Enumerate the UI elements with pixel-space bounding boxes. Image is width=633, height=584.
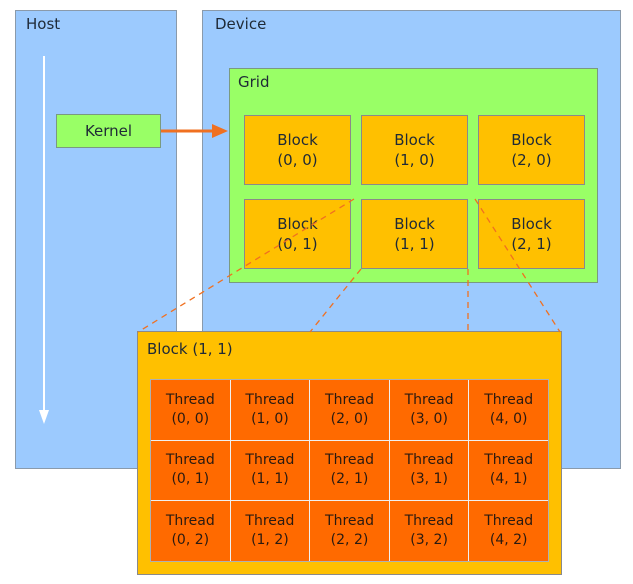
host-label: Host <box>26 15 61 33</box>
zoom-line-left <box>137 198 355 333</box>
thread-cell: Thread (1, 1) <box>230 440 310 501</box>
block-2-1: Block (2, 1) <box>478 199 585 269</box>
thread-coord: (2, 0) <box>330 410 369 427</box>
thread-label: Thread <box>165 513 215 530</box>
thread-label: Thread <box>245 391 295 408</box>
thread-label: Thread <box>325 452 374 469</box>
thread-cell: Thread (2, 2) <box>310 501 389 561</box>
thread-coord: (2, 1) <box>330 471 369 488</box>
block-label: Block <box>511 131 552 149</box>
zoom-line-center-left <box>309 268 362 333</box>
thread-coord: (1, 0) <box>251 410 289 427</box>
thread-label: Thread <box>325 391 374 408</box>
thread-cell: Thread (2, 0) <box>310 380 389 440</box>
thread-coord: (1, 2) <box>251 532 289 549</box>
thread-coord: (3, 0) <box>410 410 448 427</box>
thread-coord: (3, 2) <box>410 532 448 549</box>
zoom-line-right <box>474 198 561 333</box>
thread-coord: (2, 2) <box>330 532 369 549</box>
grid-label: Grid <box>238 73 270 91</box>
thread-cell: Thread (0, 2) <box>151 501 230 561</box>
block-coord: (2, 0) <box>511 151 552 169</box>
thread-coord: (0, 0) <box>171 410 210 427</box>
block-label: Block <box>277 215 318 233</box>
block-0-0: Block (0, 0) <box>244 115 351 185</box>
thread-cell: Thread (3, 0) <box>389 380 469 440</box>
thread-coord: (1, 1) <box>251 471 289 488</box>
kernel-label: Kernel <box>84 122 133 140</box>
thread-cell: Thread (4, 0) <box>469 380 548 440</box>
thread-coord: (0, 2) <box>171 532 210 549</box>
block-coord: (2, 1) <box>511 235 552 253</box>
thread-label: Thread <box>245 513 295 530</box>
thread-label: Thread <box>325 513 374 530</box>
thread-coord: (4, 1) <box>489 471 528 488</box>
block-coord: (0, 0) <box>277 151 318 169</box>
block-label: Block <box>511 215 552 233</box>
thread-grid: Thread (0, 0) Thread (1, 0) Thread (2, 0) T… <box>150 379 549 562</box>
host-timeline-arrowhead <box>39 410 49 424</box>
thread-label: Thread <box>404 513 454 530</box>
thread-cell: Thread (4, 1) <box>469 440 548 501</box>
block-2-0: Block (2, 0) <box>478 115 585 185</box>
thread-label: Thread <box>484 452 534 469</box>
thread-label: Thread <box>404 452 454 469</box>
thread-coord: (4, 2) <box>489 532 528 549</box>
thread-cell: Thread (0, 0) <box>151 380 230 440</box>
device-label: Device <box>215 15 267 33</box>
thread-cell: Thread (1, 2) <box>230 501 310 561</box>
block-label: Block <box>394 131 435 149</box>
block-coord: (1, 0) <box>394 151 435 169</box>
thread-coord: (0, 1) <box>171 471 210 488</box>
thread-cell: Thread (3, 2) <box>389 501 469 561</box>
thread-coord: (4, 0) <box>489 410 528 427</box>
zoomed-block-label: Block (1, 1) <box>147 340 233 358</box>
thread-label: Thread <box>484 391 534 408</box>
thread-cell: Thread (1, 0) <box>230 380 310 440</box>
block-label: Block <box>277 131 318 149</box>
host-panel: Host <box>15 10 177 469</box>
thread-cell: Thread (3, 1) <box>389 440 469 501</box>
thread-cell: Thread (0, 1) <box>151 440 230 501</box>
thread-cell: Thread (2, 1) <box>310 440 389 501</box>
zoomed-block-box: Block (1, 1) Thread (0, 0) Thread (1, 0) T… <box>137 331 562 575</box>
thread-label: Thread <box>165 391 215 408</box>
block-label: Block <box>394 215 435 233</box>
thread-label: Thread <box>484 513 534 530</box>
thread-label: Thread <box>245 452 295 469</box>
thread-label: Thread <box>165 452 215 469</box>
block-1-0: Block (1, 0) <box>361 115 468 185</box>
kernel-launch-arrowhead <box>212 124 228 138</box>
kernel-box: Kernel <box>56 114 161 148</box>
block-1-1: Block (1, 1) <box>361 199 468 269</box>
block-coord: (1, 1) <box>394 235 435 253</box>
thread-coord: (3, 1) <box>410 471 448 488</box>
thread-label: Thread <box>404 391 454 408</box>
thread-cell: Thread (4, 2) <box>469 501 548 561</box>
